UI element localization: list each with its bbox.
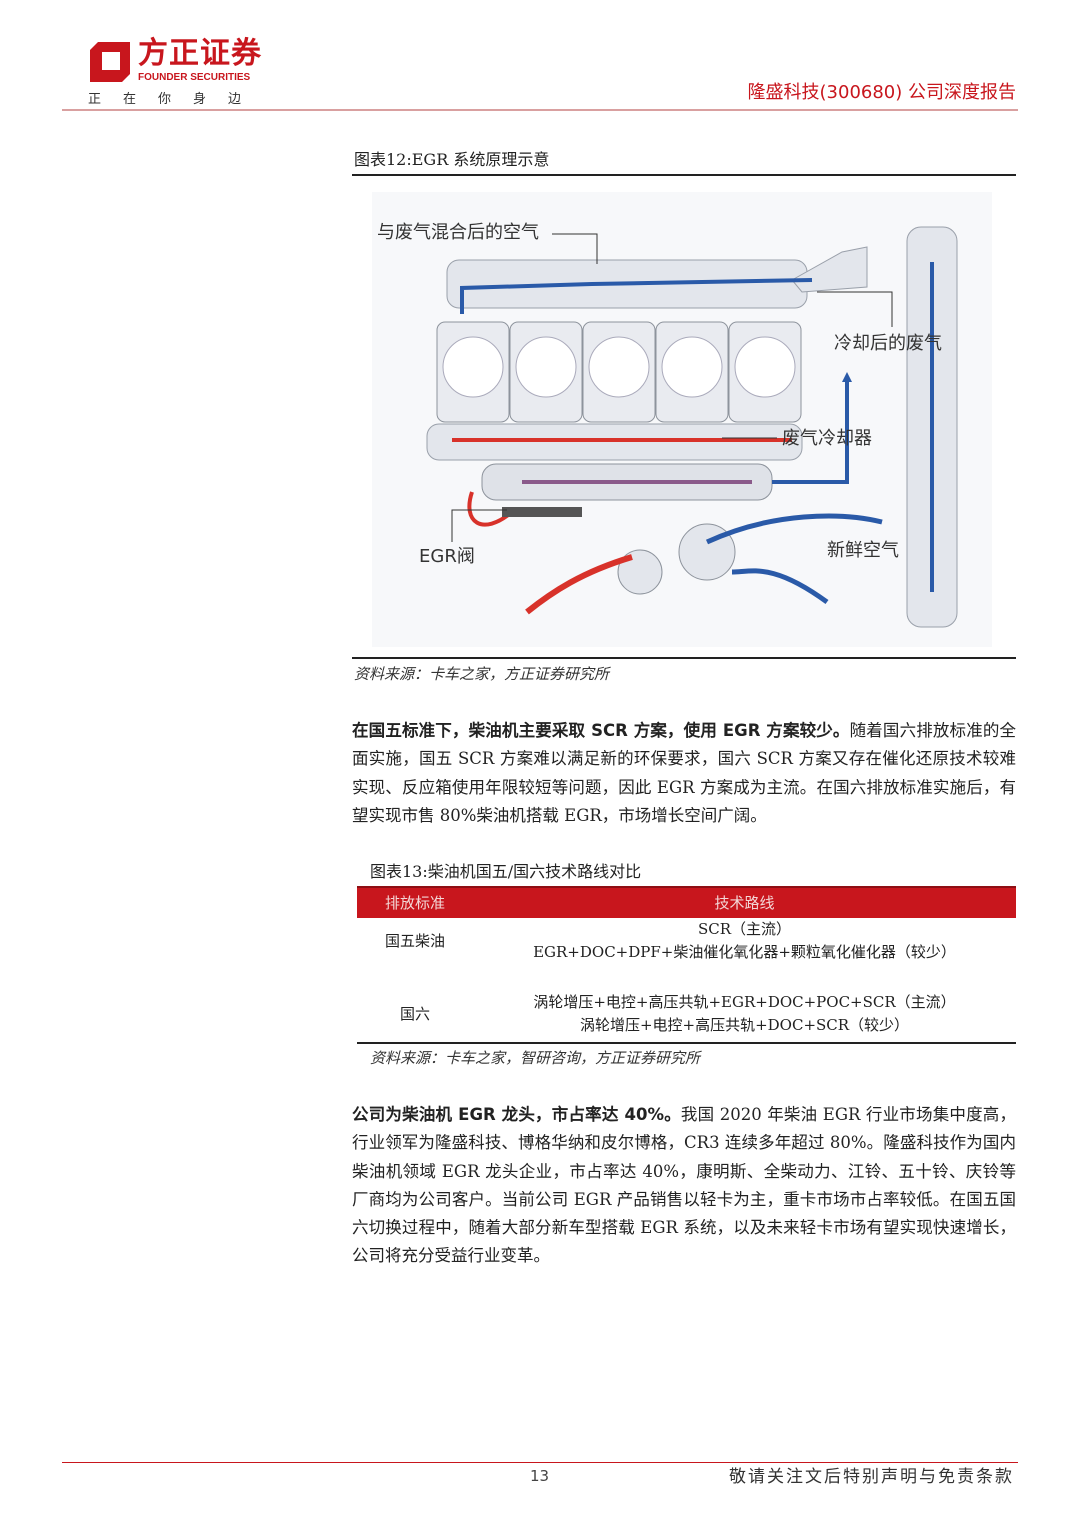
label-mixed-air: 与废气混合后的空气 [377, 222, 539, 243]
column-header: 技术路线 [473, 886, 1016, 918]
slogan: 正在你身边 [88, 92, 264, 107]
report-title: 隆盛科技(300680) 公司深度报告 [747, 82, 1016, 103]
logo-text: 方正证券 [138, 36, 262, 71]
paragraph-market-share: 公司为柴油机 EGR 龙头，市占率达 40%。我国 2020 年柴油 EGR 行… [352, 1101, 1016, 1271]
diagram-shape [842, 372, 852, 382]
cylinders [436, 321, 802, 423]
table-header-row: 排放标准 技术路线 [357, 886, 1016, 918]
diagram-shape [552, 233, 598, 264]
route-line: SCR（主流） [697, 920, 792, 938]
page-number: 13 [530, 1467, 550, 1485]
paragraph-national-standards: 在国五标准下，柴油机主要采取 SCR 方案，使用 EGR 方案较少。随着国六排放… [352, 717, 1016, 830]
diagram-shape [588, 336, 650, 398]
table-row: 国六 涡轮增压+电控+高压共轨+EGR+DOC+POC+SCR（主流） 涡轮增压… [357, 986, 1016, 1044]
diagram-shape [467, 491, 514, 527]
diagram-shape [451, 509, 507, 542]
standard-cell: 国五柴油 [357, 918, 473, 986]
paragraph-lead: 在国五标准下，柴油机主要采取 SCR 方案，使用 EGR 方案较少。 [352, 721, 850, 740]
figure13-block: 排放标准 技术路线 国五柴油 SCR（主流） EGR+DOC+DPF+柴油催化氧… [357, 886, 1016, 1068]
standard-label: 国五柴油 [384, 932, 445, 950]
figure12-title: 图表12:EGR 系统原理示意 [354, 150, 550, 169]
diagram-shape [705, 513, 883, 545]
column-header: 排放标准 [357, 886, 473, 918]
route-line: 涡轮增压+电控+高压共轨+EGR+DOC+POC+SCR（主流） [533, 993, 956, 1011]
standard-cell: 国六 [357, 986, 473, 1044]
route-line: EGR+DOC+DPF+柴油催化氧化器+颗粒氧化催化器（较少） [533, 943, 956, 961]
tech-route-table: 排放标准 技术路线 国五柴油 SCR（主流） EGR+DOC+DPF+柴油催化氧… [357, 886, 1016, 1044]
diagram-shape [525, 554, 633, 615]
paragraph-lead: 公司为柴油机 EGR 龙头，市占率达 40%。 [352, 1105, 681, 1124]
figure13-source: 资料来源：卡车之家，智研咨询，方正证券研究所 [370, 1049, 701, 1067]
routes-cell: 涡轮增压+电控+高压共轨+EGR+DOC+POC+SCR（主流） 涡轮增压+电控… [473, 986, 1016, 1044]
disclaimer-text: 敬请关注文后特别声明与免责条款 [729, 1467, 1014, 1487]
air-flow-arrow [460, 278, 813, 314]
table-row: 国五柴油 SCR（主流） EGR+DOC+DPF+柴油催化氧化器+颗粒氧化催化器… [357, 918, 1016, 986]
figure12-bottom-rule [352, 657, 1016, 659]
figure12-source: 资料来源：卡车之家，方正证券研究所 [354, 665, 610, 683]
label-egr-valve: EGR阀 [419, 546, 475, 567]
label-cooled-exhaust: 冷却后的废气 [834, 333, 942, 354]
diagram-shape [772, 382, 849, 484]
egr-valve [502, 507, 582, 517]
footer-divider [62, 1462, 1018, 1463]
figure12-top-rule [352, 174, 1016, 176]
route-line: 涡轮增压+电控+高压共轨+DOC+SCR（较少） [579, 1016, 910, 1034]
standard-label: 国六 [399, 1004, 430, 1023]
routes-cell: SCR（主流） EGR+DOC+DPF+柴油催化氧化器+颗粒氧化催化器（较少） [473, 918, 1016, 986]
paragraph-body: 随着国六排放标准的全面实施，国五 SCR 方案难以满足新的环保要求，国六 SCR… [352, 721, 1017, 825]
label-fresh-air: 新鲜空气 [827, 540, 899, 561]
diagram-shape [734, 336, 796, 398]
figure13-title: 图表13:柴油机国五/国六技术路线对比 [370, 862, 642, 881]
diagram-shape [515, 336, 577, 398]
label-exhaust-cooler: 废气冷却器 [782, 428, 872, 449]
paragraph-body: 我国 2020 年柴油 EGR 行业市场集中度高，行业领军为隆盛科技、博格华纳和… [352, 1105, 1017, 1266]
header-divider [62, 109, 1018, 111]
diagram-shape [661, 336, 723, 398]
diagram-shape [817, 291, 893, 327]
founder-logo-icon [90, 42, 130, 82]
diagram-shape [731, 568, 829, 605]
diagram-shape [442, 336, 504, 398]
egr-system-diagram: 与废气混合后的空气 冷却后的废气 废气冷却器 EGR阀 新鲜空气 [372, 192, 992, 647]
logo-english-text: FOUNDER SECURITIES [138, 72, 251, 83]
